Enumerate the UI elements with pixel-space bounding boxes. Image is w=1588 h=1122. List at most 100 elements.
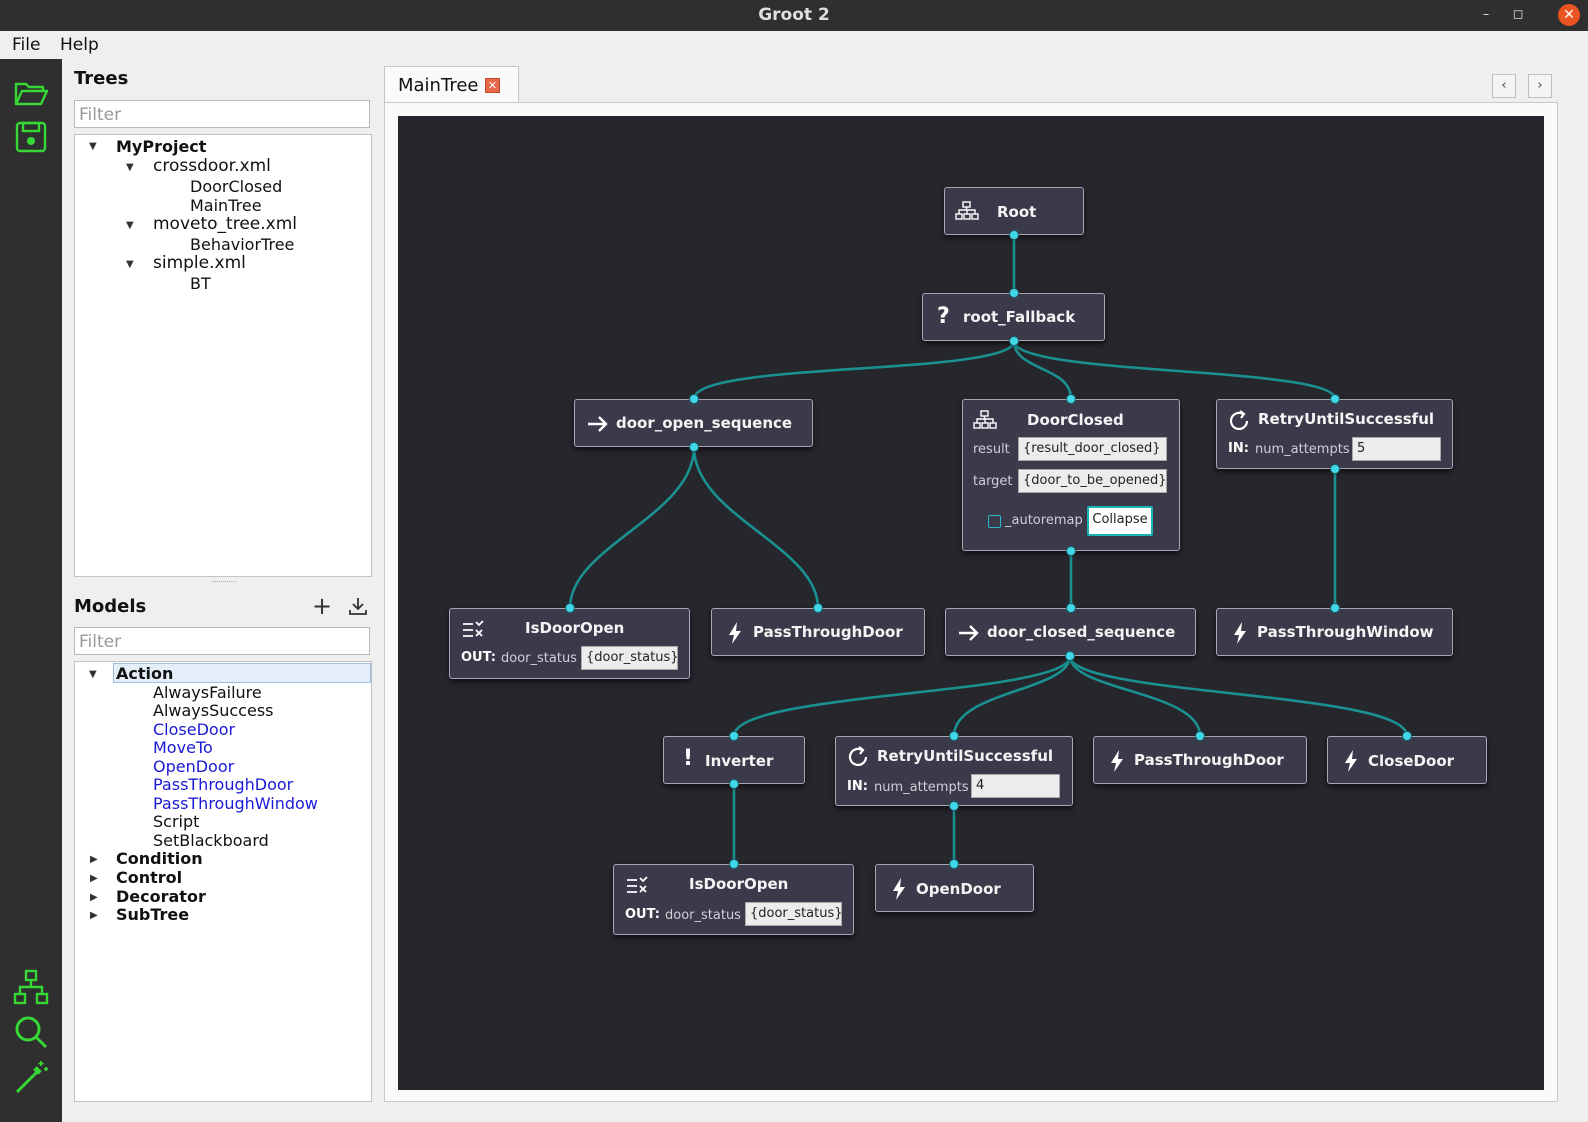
port-direction: OUT: [625, 907, 660, 922]
scroll-tabs-right-button[interactable]: › [1528, 74, 1552, 98]
port-direction: IN: [847, 779, 868, 794]
node-pass-through-door[interactable]: PassThroughDoor [711, 608, 925, 656]
model-item[interactable]: MoveTo [153, 738, 213, 757]
node-door-open-sequence[interactable]: door_open_sequence [574, 399, 813, 447]
collapsed-arrow-icon[interactable]: ▶ [90, 910, 98, 921]
search-icon[interactable] [13, 1014, 49, 1050]
expand-arrow-icon[interactable]: ▼ [89, 669, 97, 680]
tab-maintree[interactable]: MainTree ✕ [384, 66, 519, 102]
tree-icon [973, 410, 997, 430]
trees-filter-input[interactable]: Filter [74, 100, 370, 128]
port-value-input[interactable]: 5 [1352, 437, 1441, 461]
collapse-button[interactable]: Collapse [1087, 506, 1153, 536]
magic-wand-icon[interactable] [13, 1059, 49, 1095]
model-category[interactable]: SubTree [116, 905, 189, 924]
tree-item[interactable]: BT [190, 274, 211, 293]
menu-bar: File Help [0, 31, 1588, 59]
port-label: door_status [665, 908, 741, 923]
model-item[interactable]: SetBlackboard [153, 831, 269, 850]
node-title: root_Fallback [963, 308, 1075, 326]
exclamation-icon: ! [683, 746, 693, 771]
port-value-input[interactable]: {result_door_closed} [1018, 437, 1167, 461]
splitter-handle[interactable] [212, 581, 236, 584]
model-item[interactable]: CloseDoor [153, 720, 235, 739]
retry-icon [847, 746, 869, 768]
save-icon[interactable] [13, 119, 49, 155]
maximize-button[interactable]: ◻ [1506, 3, 1530, 27]
port-label: door_status [501, 651, 577, 666]
add-model-icon[interactable]: + [312, 594, 332, 618]
model-category[interactable]: Action [116, 664, 173, 683]
tree-item[interactable]: DoorClosed [190, 177, 282, 196]
node-title: Root [997, 203, 1036, 221]
model-item[interactable]: OpenDoor [153, 757, 234, 776]
model-item[interactable]: PassThroughDoor [153, 775, 293, 794]
window-title: Groot 2 [0, 5, 1588, 25]
tree-file[interactable]: simple.xml [153, 254, 246, 273]
tree-view-icon[interactable] [13, 969, 49, 1005]
tab-label: MainTree [398, 75, 478, 96]
menu-file[interactable]: File [12, 35, 40, 55]
open-folder-icon[interactable] [13, 75, 49, 111]
arrow-right-icon [587, 415, 609, 433]
import-model-icon[interactable] [348, 596, 368, 620]
scroll-tabs-left-button[interactable]: ‹ [1492, 74, 1516, 98]
node-title: PassThroughWindow [1257, 623, 1434, 641]
model-item[interactable]: AlwaysSuccess [153, 701, 274, 720]
autoremap-label: _autoremap [1005, 513, 1083, 528]
tree-project[interactable]: MyProject [116, 137, 206, 156]
expand-arrow-icon[interactable]: ▼ [126, 259, 134, 270]
tree-file[interactable]: crossdoor.xml [153, 157, 271, 176]
node-title: IsDoorOpen [689, 875, 788, 893]
expand-arrow-icon[interactable]: ▼ [126, 220, 134, 231]
bolt-icon [1233, 622, 1247, 644]
menu-help[interactable]: Help [60, 35, 99, 55]
node-open-door[interactable]: OpenDoor [875, 864, 1034, 912]
node-title: PassThroughDoor [753, 623, 903, 641]
port-value-input[interactable]: {door_status} [745, 902, 842, 926]
port-value-input[interactable]: {door_status} [581, 646, 678, 670]
model-category[interactable]: Control [116, 868, 182, 887]
node-pass-through-door[interactable]: PassThroughDoor [1093, 736, 1307, 784]
arrow-right-icon [958, 624, 980, 642]
collapsed-arrow-icon[interactable]: ▶ [90, 873, 98, 884]
expand-arrow-icon[interactable]: ▼ [126, 162, 134, 173]
node-retry-until-successful[interactable]: RetryUntilSuccessful IN: num_attempts 4 [835, 736, 1073, 806]
models-panel-title: Models [74, 596, 146, 617]
model-category[interactable]: Decorator [116, 887, 206, 906]
node-title: RetryUntilSuccessful [877, 747, 1053, 765]
node-close-door[interactable]: CloseDoor [1327, 736, 1487, 784]
node-title: CloseDoor [1368, 752, 1454, 770]
node-root-fallback[interactable]: ? root_Fallback [922, 293, 1105, 341]
autoremap-checkbox[interactable] [988, 515, 1001, 528]
port-label: num_attempts [1255, 442, 1350, 457]
tree-canvas[interactable]: Root ? root_Fallback door_open_sequence … [398, 116, 1544, 1090]
tree-file[interactable]: moveto_tree.xml [153, 215, 297, 234]
model-category[interactable]: Condition [116, 849, 203, 868]
collapsed-arrow-icon[interactable]: ▶ [90, 854, 98, 865]
bolt-icon [1344, 750, 1358, 772]
node-retry-until-successful[interactable]: RetryUntilSuccessful IN: num_attempts 5 [1216, 399, 1453, 469]
node-pass-through-window[interactable]: PassThroughWindow [1216, 608, 1453, 656]
models-filter-input[interactable]: Filter [74, 627, 370, 655]
model-item[interactable]: Script [153, 812, 199, 831]
node-door-closed-sequence[interactable]: door_closed_sequence [945, 608, 1196, 656]
node-door-closed-subtree[interactable]: DoorClosed result {result_door_closed} t… [962, 399, 1180, 551]
close-window-button[interactable]: ✕ [1558, 4, 1580, 26]
expand-arrow-icon[interactable]: ▼ [89, 141, 97, 152]
tree-item[interactable]: BehaviorTree [190, 235, 294, 254]
close-tab-icon[interactable]: ✕ [485, 78, 500, 93]
port-value-input[interactable]: 4 [971, 774, 1060, 798]
collapsed-arrow-icon[interactable]: ▶ [90, 892, 98, 903]
edge [1070, 656, 1407, 736]
model-item[interactable]: AlwaysFailure [153, 683, 262, 702]
node-root[interactable]: Root [944, 187, 1084, 235]
port-value-input[interactable]: {door_to_be_opened} [1018, 469, 1167, 493]
model-item[interactable]: PassThroughWindow [153, 794, 318, 813]
tree-item[interactable]: MainTree [190, 196, 262, 215]
node-inverter[interactable]: ! Inverter [663, 736, 805, 784]
node-is-door-open[interactable]: IsDoorOpen OUT: door_status {door_status… [613, 864, 854, 935]
minimize-button[interactable]: – [1474, 3, 1498, 27]
models-list: ▼ Action AlwaysFailure AlwaysSuccess Clo… [74, 661, 372, 1102]
node-is-door-open[interactable]: IsDoorOpen OUT: door_status {door_status… [449, 608, 690, 679]
